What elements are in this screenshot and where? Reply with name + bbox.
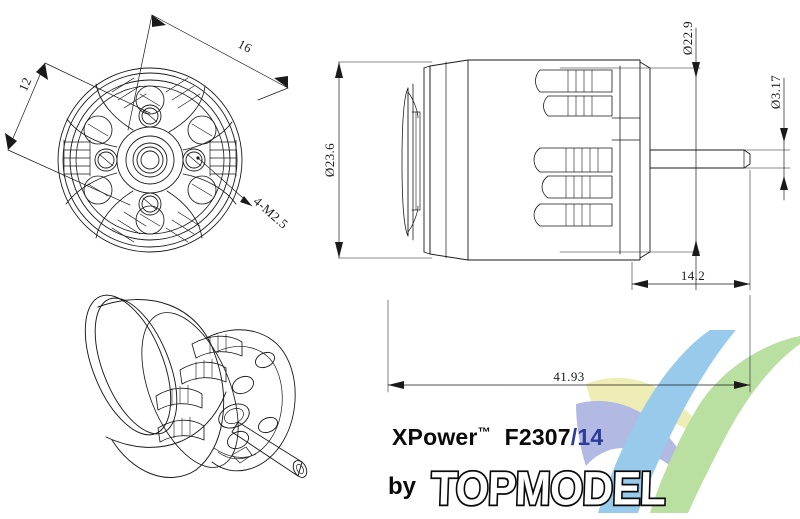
iso-shaft	[218, 403, 308, 478]
dim-16-label: 16	[235, 36, 254, 56]
dim-d229-label: Ø22.9	[680, 21, 695, 55]
front-bearing-outer	[132, 142, 168, 178]
company-logo: TOPMODEL	[428, 460, 728, 519]
dim-12-label: 12	[15, 75, 34, 94]
front-rim-slots	[63, 77, 237, 243]
front-mounting-holes	[94, 104, 206, 216]
dim-d317-geometry	[699, 77, 791, 201]
dim-d236-label: Ø23.6	[322, 143, 337, 177]
dim-142-geometry	[631, 169, 751, 291]
front-outer-ring-2	[62, 72, 238, 248]
dim-4193-geometry	[387, 294, 751, 393]
product-brand-line: XPower™ F2307/14	[392, 424, 603, 451]
dim-16-geometry	[127, 14, 289, 131]
front-spokes	[65, 83, 237, 239]
by-label: by	[388, 473, 417, 500]
trademark-symbol: ™	[477, 424, 491, 440]
front-shaft-bore	[140, 150, 160, 170]
company-name: TOPMODEL	[430, 462, 666, 514]
dim-142-label: 14.2	[681, 268, 705, 283]
model-number: F2307	[504, 424, 571, 450]
side-rear-cap	[401, 65, 431, 255]
front-hub-mid	[125, 135, 175, 185]
topmodel-wordmark: TOPMODEL	[429, 460, 669, 517]
model-separator: /	[570, 424, 578, 450]
front-outer-ring	[57, 67, 243, 253]
front-bearing-inner	[136, 146, 164, 174]
dim-thread-geometry	[196, 156, 253, 207]
side-stator-comb	[533, 59, 641, 261]
iso-end-bell	[205, 329, 296, 472]
dim-12-geometry	[5, 62, 151, 206]
logo-swoosh-blue	[598, 330, 736, 513]
dim-d317-label: Ø3.17	[768, 75, 783, 109]
side-can-body	[429, 59, 561, 261]
dim-4193-label: 41.93	[553, 369, 584, 384]
dim-d236-geometry	[335, 61, 433, 259]
dim-d229-geometry	[559, 27, 701, 291]
logo-swoosh-green	[650, 336, 800, 513]
iso-can-body	[84, 294, 239, 478]
product-name: XPower	[392, 424, 478, 450]
front-can-edge	[69, 79, 231, 241]
model-revision: 14	[577, 424, 604, 450]
iso-stator-fingers	[155, 333, 243, 443]
